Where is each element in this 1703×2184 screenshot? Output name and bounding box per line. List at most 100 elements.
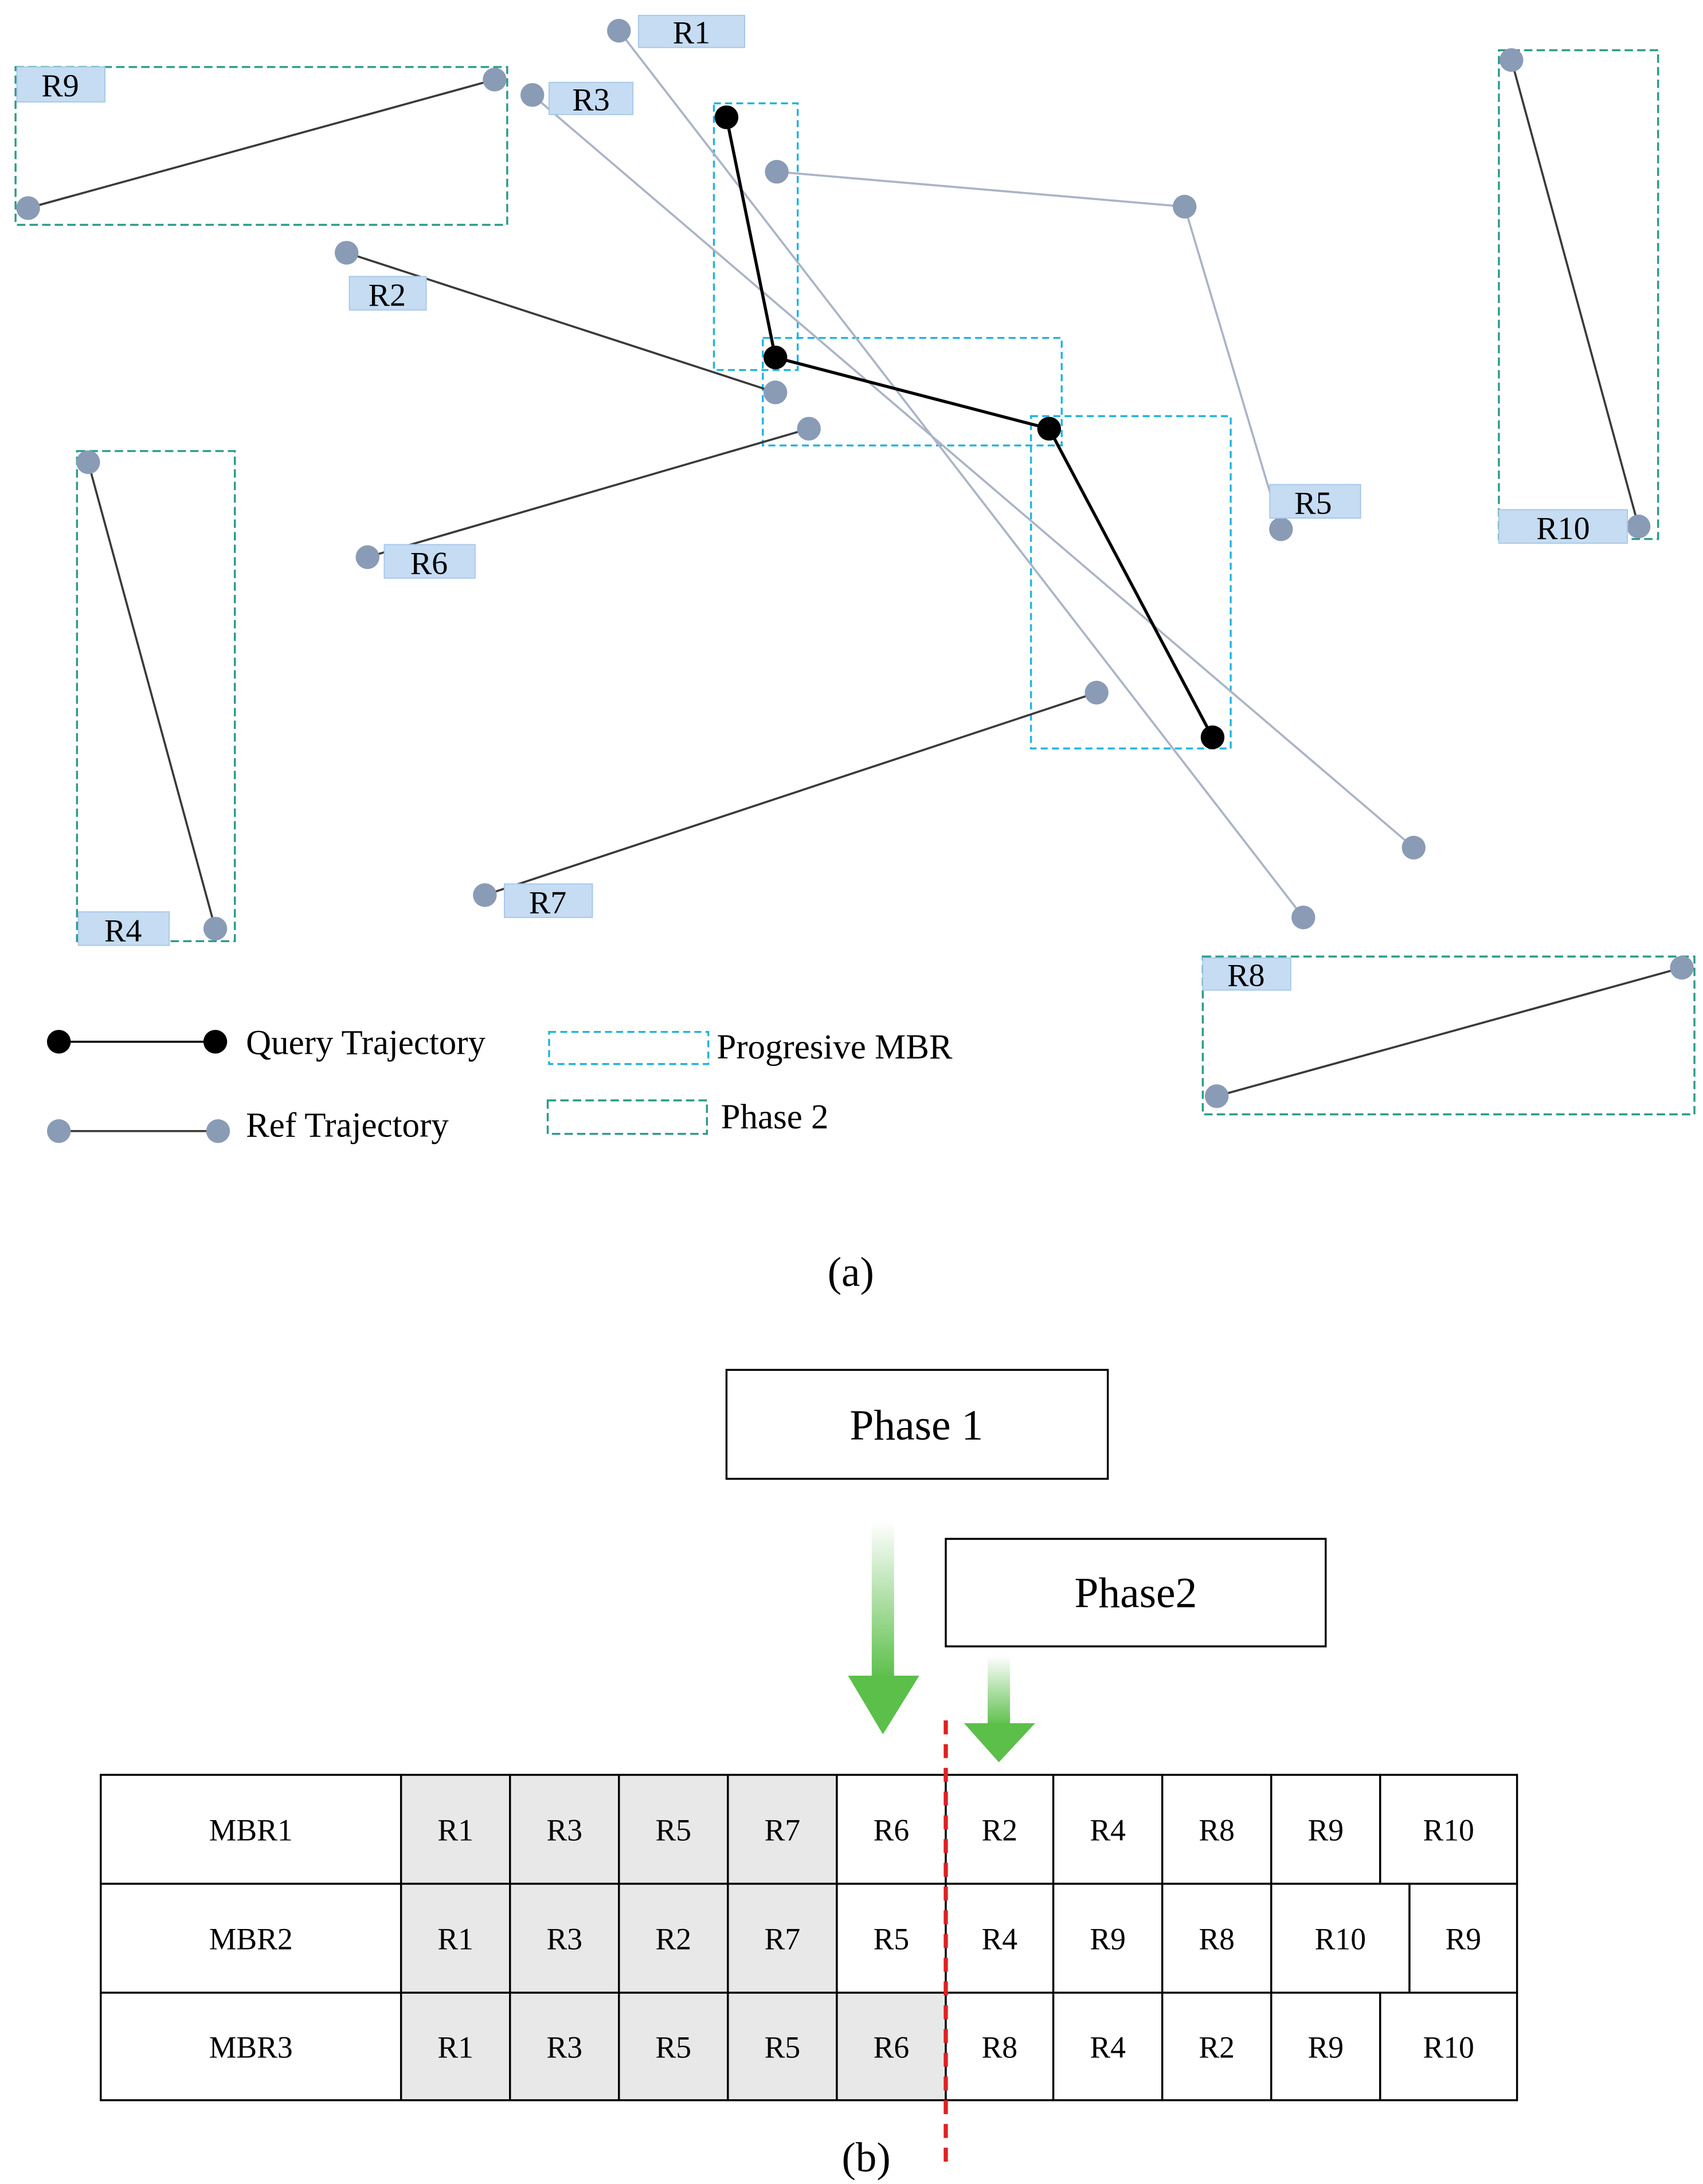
table-cell-label: R1: [437, 1922, 473, 1956]
svg-text:Query Trajectory: Query Trajectory: [246, 1024, 486, 1062]
ref-point: [1291, 905, 1316, 930]
mbr-name: MBR2: [209, 1922, 293, 1956]
table-cell: [1052, 1774, 1164, 1885]
ref-line-r9: [28, 79, 495, 209]
ref-point: [76, 450, 100, 475]
table-cell-label: R5: [656, 1813, 692, 1848]
table-cell: [1379, 1991, 1518, 2101]
svg-text:R8: R8: [1227, 958, 1264, 993]
ref-point: [483, 68, 507, 92]
query-line: [725, 117, 1214, 738]
ref-line-r8: [1216, 966, 1682, 1097]
legend-ref: Ref Trajectory: [46, 1106, 449, 1144]
svg-text:R7: R7: [529, 885, 566, 921]
phase2-box: Phase2: [945, 1538, 1327, 1648]
svg-text:Phase2: Phase2: [1074, 1570, 1197, 1617]
phase2-box-r4: [76, 450, 236, 943]
table-cell: [836, 1774, 947, 1885]
table-cell-label: R1: [437, 1813, 473, 1848]
table-cell: [400, 1774, 511, 1885]
label-r5: R5: [1269, 484, 1361, 522]
table-cell: [836, 1991, 947, 2101]
table-cell-label: R3: [546, 1922, 582, 1956]
table-cell: [945, 1883, 1055, 1994]
ref-line-r7: [484, 691, 1097, 896]
legend-phase2: Phase 2: [546, 1098, 829, 1136]
legend-mbr: Progresive MBR: [548, 1028, 953, 1066]
table-cell: [400, 1883, 511, 1994]
ref-point: [1204, 1084, 1229, 1108]
label-r6: R6: [383, 544, 476, 581]
table-cell-label: R2: [982, 1813, 1018, 1848]
table-cell-label: R6: [874, 1813, 910, 1848]
progressive-mbr-3: [1029, 415, 1232, 750]
table-cell-label: R8: [982, 2030, 1018, 2064]
label-r4: R4: [77, 911, 170, 948]
svg-text:Phase 2: Phase 2: [721, 1098, 829, 1136]
ref-point: [16, 196, 40, 220]
svg-text:R6: R6: [410, 546, 448, 581]
svg-text:Progresive MBR: Progresive MBR: [717, 1028, 952, 1066]
ref-line-r2: [346, 252, 776, 394]
query-points: [714, 105, 1225, 750]
table-cell: [945, 1991, 1055, 2101]
mbr-name-cell: [100, 1991, 402, 2101]
ref-line-r3: [531, 94, 1415, 849]
trajectory-labels: R1 R3 R9 R2 R6 R5: [16, 14, 1628, 993]
query-point: [763, 346, 788, 370]
svg-text:R1: R1: [673, 15, 710, 51]
table-cell: [1161, 1774, 1273, 1885]
label-r1: R1: [637, 14, 746, 51]
ref-point: [765, 160, 789, 184]
table-cell: [727, 1883, 838, 1994]
progressive-mbr-2: [762, 336, 1063, 447]
query-point: [1037, 417, 1062, 441]
part-a: R1 R3 R9 R2 R6 R5: [14, 14, 1696, 1295]
table-cell-label: R10: [1315, 1922, 1366, 1956]
table-cell-label: R7: [765, 1813, 801, 1848]
table-cell-label: R10: [1423, 2030, 1474, 2064]
ref-point: [1500, 48, 1524, 72]
query-trajectory: [725, 117, 1214, 738]
svg-text:R3: R3: [572, 82, 609, 117]
table-cell-label: R3: [546, 1813, 582, 1848]
table-cell-label: R5: [765, 2030, 801, 2064]
table-cell-label: R5: [874, 1922, 910, 1956]
label-r7: R7: [504, 883, 593, 921]
caption-a: (a): [828, 1249, 874, 1295]
phase2-box-r9: [14, 66, 508, 226]
ref-point: [203, 916, 228, 941]
ref-line-r6: [367, 428, 809, 558]
progressive-mbr-boxes: [712, 102, 1232, 750]
table-cell: [618, 1991, 729, 2101]
ref-line-r5: [776, 170, 1282, 530]
mbr-name: MBR3: [209, 2030, 293, 2064]
ref-trajectory-lines: [28, 30, 1682, 1097]
legend-query: Query Trajectory: [46, 1024, 486, 1062]
table-cell: [945, 1774, 1055, 1885]
ref-point: [473, 883, 497, 907]
table-cell-label: R4: [1090, 1813, 1126, 1848]
table-cell-label: R8: [1199, 1922, 1235, 1956]
label-r8: R8: [1202, 957, 1291, 993]
phase2-box-r10: [1498, 49, 1659, 540]
table-cell: [836, 1883, 947, 1994]
table-cell: [1408, 1883, 1518, 1994]
table-cell-label: R8: [1199, 1813, 1235, 1848]
ref-point: [334, 241, 359, 265]
table-cell-label: R7: [765, 1922, 801, 1956]
table-cell-label: R9: [1446, 1922, 1482, 1956]
ref-point: [1626, 514, 1651, 539]
svg-text:R9: R9: [41, 68, 79, 104]
ref-point: [355, 545, 379, 569]
ref-point: [607, 18, 631, 43]
ref-point: [520, 83, 545, 107]
ref-line-r1: [618, 30, 1305, 919]
svg-text:R10: R10: [1536, 511, 1590, 547]
caption-b: (b): [841, 2134, 890, 2181]
ref-point: [1670, 955, 1694, 980]
